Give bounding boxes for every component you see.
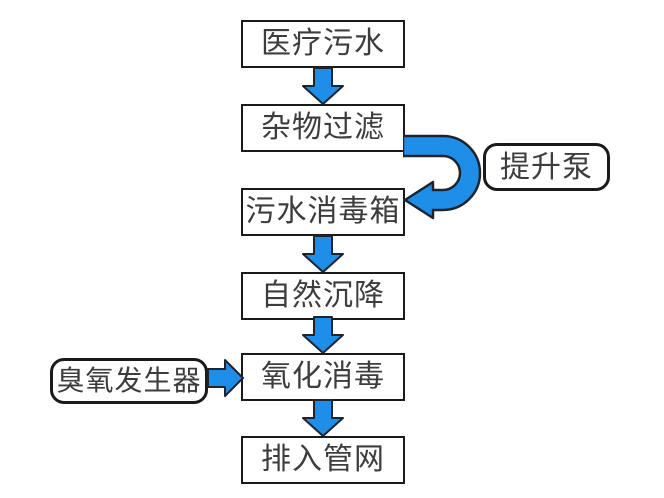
- node-lift-pump: 提升泵: [483, 143, 610, 191]
- node-oxidation-disinfection: 氧化消毒: [241, 353, 405, 401]
- node-ozone-generator: 臭氧发生器: [50, 358, 208, 404]
- node-sewage-disinfection-tank: 污水消毒箱: [241, 188, 405, 236]
- node-debris-filter: 杂物过滤: [241, 104, 405, 152]
- arrow-down-icon: [301, 67, 345, 105]
- arrow-down-icon: [301, 235, 345, 273]
- arrow-down-icon: [301, 399, 345, 437]
- arrow-right-icon: [207, 359, 245, 397]
- node-discharge-pipe-network: 排入管网: [241, 436, 405, 484]
- u-turn-arrow-icon: [403, 124, 485, 222]
- arrow-down-icon: [301, 316, 345, 354]
- node-natural-sedimentation: 自然沉降: [241, 272, 405, 320]
- node-medical-wastewater: 医疗污水: [241, 20, 405, 68]
